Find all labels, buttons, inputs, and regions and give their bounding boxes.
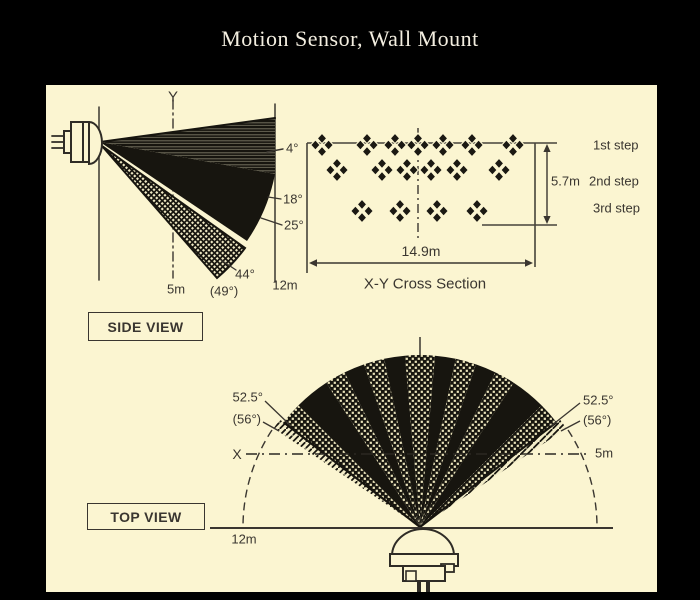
beam-cluster — [354, 132, 380, 158]
arrow-right-icon — [525, 259, 533, 267]
side-view-box-label: SIDE VIEW — [107, 318, 184, 335]
beam-wedge-black — [420, 355, 456, 527]
beam-top-edge — [99, 117, 276, 143]
angle-525-left-label: 52.5° — [232, 389, 263, 405]
step2-label: 2nd step — [589, 173, 639, 189]
sensor-icon-top — [389, 528, 459, 592]
beam-cluster — [418, 157, 444, 183]
top-view — [210, 337, 613, 592]
step3-label: 3rd step — [593, 200, 640, 216]
beam-cluster — [500, 132, 526, 158]
beam-cluster — [424, 198, 450, 224]
leader-525-left — [264, 400, 292, 427]
beam-fan-2nd-3rd-step — [100, 142, 275, 241]
beam-cluster — [369, 157, 395, 183]
beam-wedge-black — [344, 364, 420, 527]
beam-wedge-black — [298, 382, 420, 527]
sensor-dome-icon — [88, 120, 103, 166]
beam-wedge-black — [420, 382, 542, 527]
beam-cluster — [387, 198, 413, 224]
fan-edge — [282, 421, 421, 528]
beam-wedge-textured — [420, 358, 476, 527]
angle-56-left-label: (56°) — [232, 411, 261, 427]
leader-56-left — [262, 421, 280, 432]
side-view — [51, 99, 284, 283]
top-12m-label: 12m — [231, 531, 257, 547]
leader-44deg — [220, 259, 237, 271]
angle-18-label: 18° — [283, 191, 303, 207]
x-axis-label: X — [232, 446, 242, 462]
beam-cluster — [486, 157, 512, 183]
angle-56-right-label: (56°) — [583, 412, 612, 428]
beam-wedge-black — [420, 364, 496, 527]
leader-56-right — [560, 420, 581, 432]
plug-prongs-icon — [417, 581, 421, 592]
beam-cluster — [324, 157, 350, 183]
beam-cluster — [349, 198, 375, 224]
leader-25deg — [260, 217, 283, 226]
arrow-down-icon — [543, 216, 551, 224]
height-57-label: 5.7m — [551, 173, 580, 189]
cross-section-caption: X-Y Cross Section — [363, 275, 487, 293]
top-5m-label: 5m — [595, 445, 614, 461]
arrow-up-icon — [543, 144, 551, 152]
leader-18deg — [267, 196, 282, 200]
arc-12m-right — [567, 429, 598, 528]
angle-25-label: 25° — [284, 217, 304, 233]
cross-section — [306, 128, 557, 273]
side-12m-label: 12m — [272, 277, 298, 293]
y-axis-label: Y — [167, 88, 179, 106]
top-view-box: TOP VIEW — [87, 503, 205, 530]
step1-label: 1st step — [593, 137, 639, 153]
leader-525-right — [550, 402, 581, 427]
beam-cluster — [430, 132, 456, 158]
cross-section-beam-clusters — [309, 132, 526, 224]
fan-edge — [419, 421, 558, 528]
tick-4deg — [266, 148, 284, 153]
top-view-box-label: TOP VIEW — [110, 508, 182, 525]
beam-wedge-textured — [405, 355, 435, 527]
arrow-left-icon — [309, 259, 317, 267]
beam-fan-1st-step — [100, 118, 275, 174]
beam-cluster — [464, 198, 490, 224]
angle-4-label: 4° — [286, 140, 299, 156]
side-5m-label: 5m — [166, 281, 186, 297]
angle-49-label: (49°) — [209, 283, 239, 299]
angle-44-label: 44° — [235, 266, 255, 282]
beam-cluster — [394, 157, 420, 183]
beam-wedge-black — [384, 355, 420, 527]
arc-12m-left — [242, 429, 273, 528]
width-149-label: 14.9m — [401, 243, 441, 259]
beam-wedge-textured — [364, 358, 420, 527]
beam-cluster — [382, 132, 408, 158]
beam-cluster — [444, 157, 470, 183]
beam-wedge-textured — [420, 405, 557, 527]
beam-wedge-textured — [326, 372, 420, 527]
side-view-box: SIDE VIEW — [88, 312, 203, 341]
sensor-icon-side — [51, 120, 103, 166]
beam-wedge-textured — [420, 372, 514, 527]
figure-title: Motion Sensor, Wall Mount — [221, 26, 479, 51]
beam-fan-lower — [101, 145, 247, 280]
angle-525-right-label: 52.5° — [583, 392, 614, 408]
beam-cluster — [459, 132, 485, 158]
sensor-dome-icon — [390, 528, 456, 557]
beam-wedge-textured — [283, 405, 420, 527]
top-view-beam-fan — [273, 355, 567, 528]
beam-cluster — [309, 132, 335, 158]
beam-cluster — [405, 132, 431, 158]
